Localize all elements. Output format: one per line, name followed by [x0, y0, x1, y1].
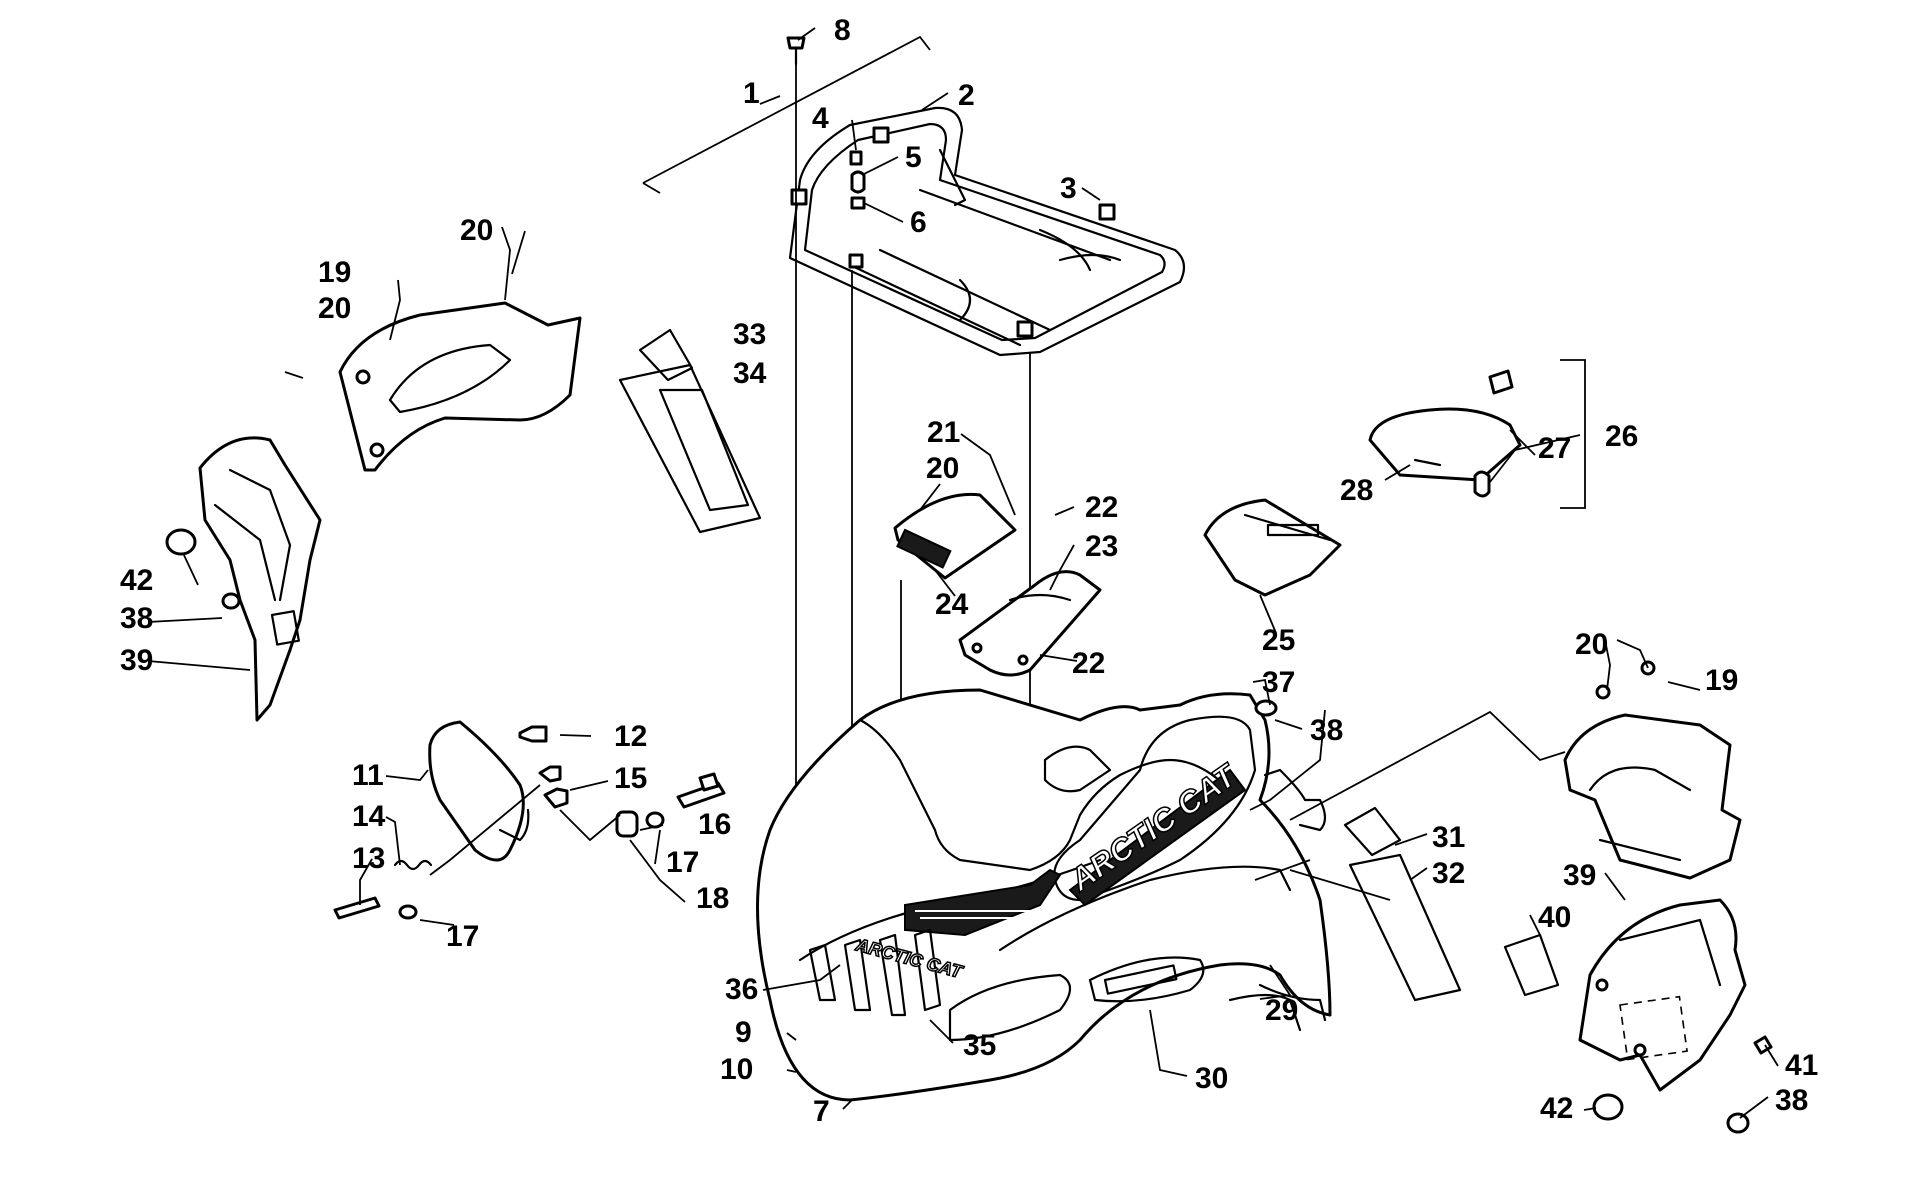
callout-25: 25: [1262, 624, 1295, 657]
callout-22-bottom: 22: [1072, 647, 1105, 680]
callout-38-center: 38: [1310, 714, 1343, 747]
left-decals: [618, 328, 762, 534]
callout-27: 27: [1538, 432, 1571, 465]
callout-13: 13: [352, 842, 385, 875]
callout-2: 2: [958, 79, 975, 112]
right-splash-guard: [1578, 898, 1747, 1092]
callout-20-top: 20: [460, 214, 493, 247]
right-access-panel: [1203, 498, 1342, 597]
callout-18: 18: [696, 882, 729, 915]
right-side-panel: [1563, 713, 1742, 880]
rack-fasteners: [786, 36, 1116, 338]
callout-23: 23: [1085, 530, 1118, 563]
callout-leaders: [147, 27, 1779, 1119]
callout-40: 40: [1538, 901, 1571, 934]
callout-42-left: 42: [120, 564, 153, 597]
left-small-parts: [165, 528, 241, 610]
callout-4: 4: [812, 102, 829, 135]
callout-34: 34: [733, 357, 767, 390]
headlight-assembly: [333, 720, 726, 920]
callout-41: 41: [1785, 1049, 1818, 1082]
callout-39-right: 39: [1563, 859, 1596, 892]
callout-20-left: 20: [318, 292, 351, 325]
callout-8: 8: [834, 14, 851, 47]
callout-37: 37: [1262, 666, 1295, 699]
callout-21: 21: [927, 416, 960, 449]
callout-11: 11: [352, 759, 384, 792]
callout-6: 6: [910, 206, 927, 239]
callout-35: 35: [963, 1029, 996, 1062]
callout-38-right: 38: [1775, 1084, 1808, 1117]
callout-12: 12: [614, 720, 647, 753]
callout-32: 32: [1432, 857, 1465, 890]
rack-assembly-bracket: [642, 35, 931, 194]
callout-38-left: 38: [120, 602, 153, 635]
callout-33: 33: [733, 318, 766, 351]
callout-30: 30: [1195, 1062, 1228, 1095]
center-access-panels: [893, 492, 1102, 677]
callout-28: 28: [1340, 474, 1373, 507]
callout-20-center: 20: [926, 452, 959, 485]
callout-10: 10: [720, 1053, 753, 1086]
callout-19-left: 19: [318, 256, 351, 289]
callout-39-left: 39: [120, 644, 153, 677]
callout-3: 3: [1060, 172, 1077, 205]
callout-labels: 1 2 3 4 5 6 7 8 9 10 11 12 13 14 15 16 1…: [120, 14, 1818, 1128]
right-decals: [1343, 806, 1462, 1002]
callout-5: 5: [905, 141, 922, 174]
callout-17-left: 17: [446, 920, 479, 953]
storage-lid-assembly: [1368, 359, 1586, 509]
callout-19-right: 19: [1705, 664, 1738, 697]
callout-29: 29: [1265, 994, 1298, 1027]
left-side-panel: [338, 301, 582, 472]
callout-26: 26: [1605, 420, 1638, 453]
callout-15: 15: [614, 762, 647, 795]
callout-42-right: 42: [1540, 1092, 1573, 1125]
callout-31: 31: [1432, 821, 1465, 854]
right-small-parts: [1254, 660, 1773, 1134]
front-rack: [788, 106, 1186, 357]
front-grille-decal: [904, 868, 1062, 937]
callout-24: 24: [935, 588, 969, 621]
callout-20-right: 20: [1575, 628, 1608, 661]
callout-36: 36: [725, 973, 758, 1006]
callout-14: 14: [352, 800, 386, 833]
callout-22-top: 22: [1085, 491, 1118, 524]
callout-17-right: 17: [666, 846, 699, 879]
callout-9: 9: [735, 1016, 752, 1049]
callout-1: 1: [743, 77, 760, 110]
left-splash-guard: [198, 436, 322, 722]
callout-16: 16: [698, 808, 731, 841]
callout-7: 7: [813, 1095, 830, 1128]
